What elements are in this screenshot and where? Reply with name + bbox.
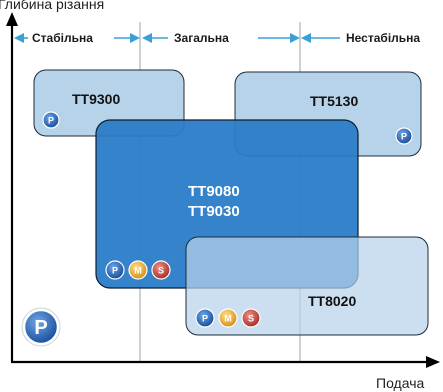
svg-text:P: P [401, 132, 407, 142]
p-logo-icon: P [21, 307, 61, 347]
svg-text:M: M [134, 266, 142, 276]
svg-text:P: P [48, 116, 54, 126]
m-badge-icon: M [218, 308, 238, 328]
s-badge-icon: S [241, 308, 261, 328]
svg-text:P: P [202, 314, 208, 324]
svg-text:S: S [158, 266, 164, 276]
s-badge-icon: S [151, 260, 171, 280]
region-label-general: Загальна [174, 31, 229, 45]
p-badge-icon: P [195, 308, 215, 328]
y-axis-label: Глибина різання [0, 0, 104, 12]
p-badge-icon: P [42, 111, 60, 129]
grade-label-tt5130: TT5130 [310, 93, 358, 109]
region-label-unstable: Нестабільна [346, 31, 420, 45]
grade-label-tt9030: TT9030 [188, 203, 240, 220]
svg-text:M: M [224, 314, 232, 324]
m-badge-icon: M [128, 260, 148, 280]
svg-text:S: S [248, 314, 254, 324]
p-badge-icon: P [105, 260, 125, 280]
region-label-stable: Стабільна [32, 31, 93, 45]
svg-text:P: P [34, 317, 47, 339]
x-axis-arrowhead [426, 356, 440, 368]
grade-label-tt8020: TT8020 [308, 293, 356, 309]
x-axis-label: Подача [376, 375, 424, 391]
grade-label-tt9080: TT9080 [188, 183, 240, 200]
y-axis-arrowhead [6, 12, 18, 26]
p-badge-icon: P [395, 127, 413, 145]
svg-text:P: P [112, 266, 118, 276]
grade-label-tt9300: TT9300 [72, 91, 120, 107]
